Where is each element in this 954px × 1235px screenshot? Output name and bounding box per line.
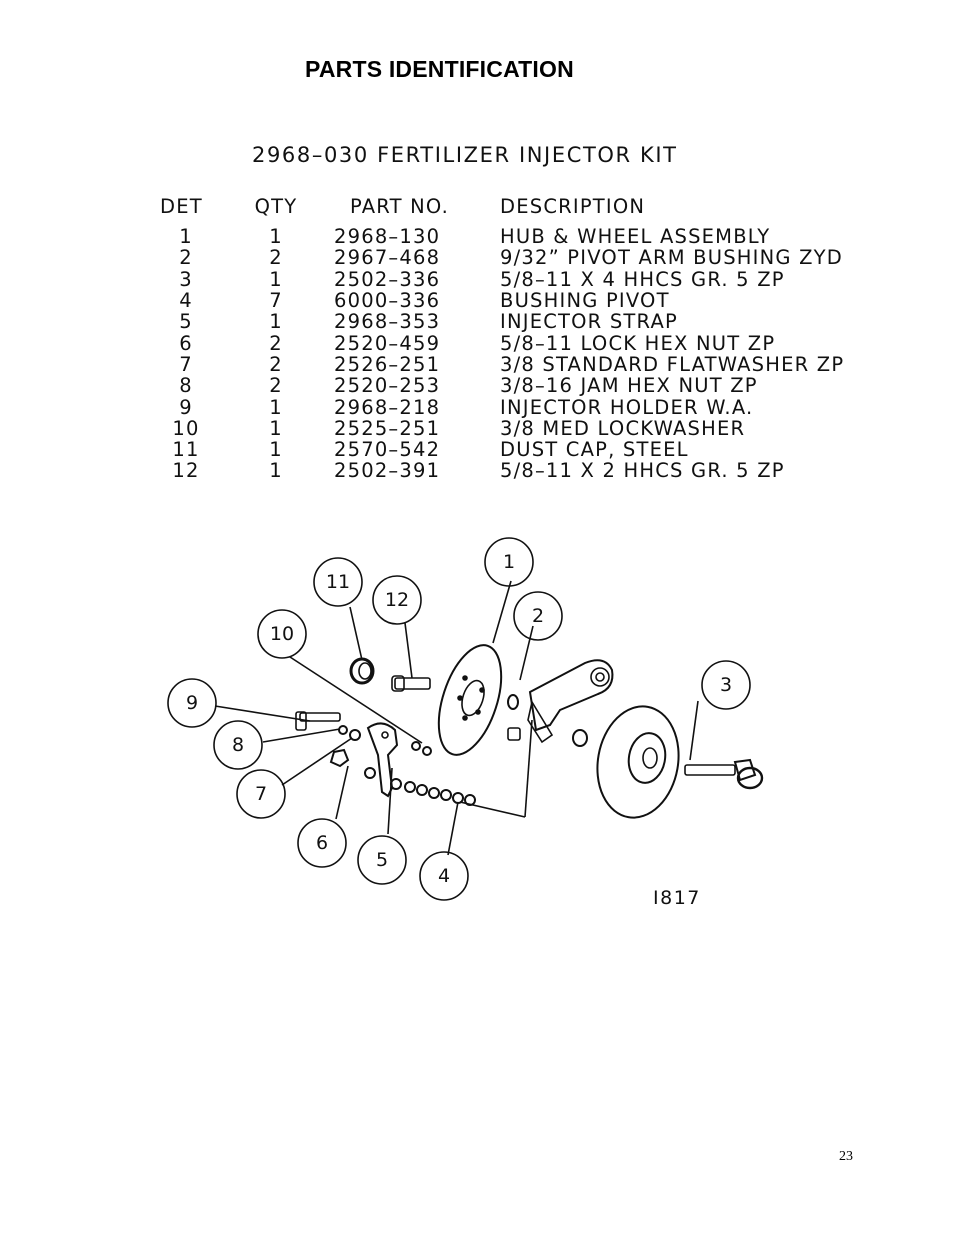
part-number-cell: 2525–251 (334, 416, 441, 440)
description-cell: 5/8–11 LOCK HEX NUT ZP (500, 331, 776, 355)
description-cell: 9/32” PIVOT ARM BUSHING ZYD (500, 246, 843, 270)
kit-title: 2968–030 FERTILIZER INJECTOR KIT (252, 143, 678, 167)
callout-12: 12 (385, 589, 409, 611)
table-row: 10 1 2525–251 3/8 MED LOCKWASHER (150, 418, 844, 439)
qty-cell: 2 (269, 331, 283, 355)
part-number-cell: 2502–336 (334, 267, 441, 291)
description-cell: 3/8 MED LOCKWASHER (500, 416, 746, 440)
callout-1: 1 (503, 551, 515, 573)
part-number-cell: 2570–542 (334, 438, 441, 462)
callout-5: 5 (376, 849, 388, 871)
table-row: 12 1 2502–391 5/8–11 X 2 HHCS GR. 5 ZP (150, 460, 844, 481)
qty-cell: 1 (269, 416, 283, 440)
part-number-cell: 2968–353 (334, 310, 441, 334)
qty-cell: 1 (269, 267, 283, 291)
part-number-cell: 2968–130 (334, 225, 441, 249)
det-cell: 6 (179, 331, 193, 355)
det-cell: 7 (179, 352, 193, 376)
description-cell: 3/8 STANDARD FLATWASHER ZP (500, 352, 845, 376)
drawing-number: I817 (653, 887, 701, 909)
det-cell: 11 (172, 438, 200, 462)
part-number-cell: 2968–218 (334, 395, 441, 419)
det-cell: 9 (179, 395, 193, 419)
column-header-det: DET (160, 195, 203, 218)
description-cell: 3/8–16 JAM HEX NUT ZP (500, 374, 758, 398)
qty-cell: 2 (269, 374, 283, 398)
table-row: 4 7 6000–336 BUSHING PIVOT (150, 290, 844, 311)
qty-cell: 1 (269, 395, 283, 419)
description-cell: 5/8–11 X 4 HHCS GR. 5 ZP (500, 267, 785, 291)
description-cell: HUB & WHEEL ASSEMBLY (500, 225, 771, 249)
description-cell: INJECTOR HOLDER W.A. (500, 395, 754, 419)
description-cell: BUSHING PIVOT (500, 289, 670, 313)
part-number-cell: 6000–336 (334, 289, 441, 313)
parts-table-header: DET QTY PART NO. DESCRIPTION (150, 196, 844, 226)
table-row: 7 2 2526–251 3/8 STANDARD FLATWASHER ZP (150, 354, 844, 375)
det-cell: 5 (179, 310, 193, 334)
column-header-part-no: PART NO. (350, 195, 450, 218)
callout-11: 11 (326, 571, 350, 593)
qty-cell: 1 (269, 438, 283, 462)
qty-cell: 2 (269, 246, 283, 270)
table-row: 3 1 2502–336 5/8–11 X 4 HHCS GR. 5 ZP (150, 269, 844, 290)
callout-6: 6 (316, 832, 328, 854)
callout-2: 2 (532, 605, 544, 627)
det-cell: 4 (179, 289, 193, 313)
column-header-description: DESCRIPTION (500, 195, 646, 218)
det-cell: 2 (179, 246, 193, 270)
table-row: 9 1 2968–218 INJECTOR HOLDER W.A. (150, 396, 844, 417)
det-cell: 10 (172, 416, 200, 440)
part-number-cell: 2502–391 (334, 459, 441, 483)
det-cell: 1 (179, 225, 193, 249)
callout-3: 3 (720, 674, 732, 696)
callout-7: 7 (255, 783, 267, 805)
table-row: 1 1 2968–130 HUB & WHEEL ASSEMBLY (150, 226, 844, 247)
description-cell: 5/8–11 X 2 HHCS GR. 5 ZP (500, 459, 785, 483)
qty-cell: 2 (269, 352, 283, 376)
description-cell: DUST CAP, STEEL (500, 438, 689, 462)
table-row: 6 2 2520–459 5/8–11 LOCK HEX NUT ZP (150, 332, 844, 353)
qty-cell: 7 (269, 289, 283, 313)
callout-10: 10 (270, 623, 294, 645)
callout-8: 8 (232, 734, 244, 756)
table-row: 2 2 2967–468 9/32” PIVOT ARM BUSHING ZYD (150, 247, 844, 268)
page-number: 23 (839, 1149, 853, 1164)
det-cell: 3 (179, 267, 193, 291)
exploded-parts-diagram: 11 12 10 9 8 7 6 5 4 3 1 2 (167, 537, 764, 901)
callout-4: 4 (438, 865, 450, 887)
page-heading: PARTS IDENTIFICATION (305, 56, 574, 82)
table-row: 5 1 2968–353 INJECTOR STRAP (150, 311, 844, 332)
det-cell: 12 (172, 459, 200, 483)
part-number-cell: 2967–468 (334, 246, 441, 270)
callout-9: 9 (186, 692, 198, 714)
table-row: 8 2 2520–253 3/8–16 JAM HEX NUT ZP (150, 375, 844, 396)
part-number-cell: 2520–459 (334, 331, 441, 355)
qty-cell: 1 (269, 310, 283, 334)
description-cell: INJECTOR STRAP (500, 310, 678, 334)
column-header-qty: QTY (254, 195, 298, 218)
det-cell: 8 (179, 374, 193, 398)
part-number-cell: 2520–253 (334, 374, 441, 398)
part-number-cell: 2526–251 (334, 352, 441, 376)
qty-cell: 1 (269, 225, 283, 249)
qty-cell: 1 (269, 459, 283, 483)
